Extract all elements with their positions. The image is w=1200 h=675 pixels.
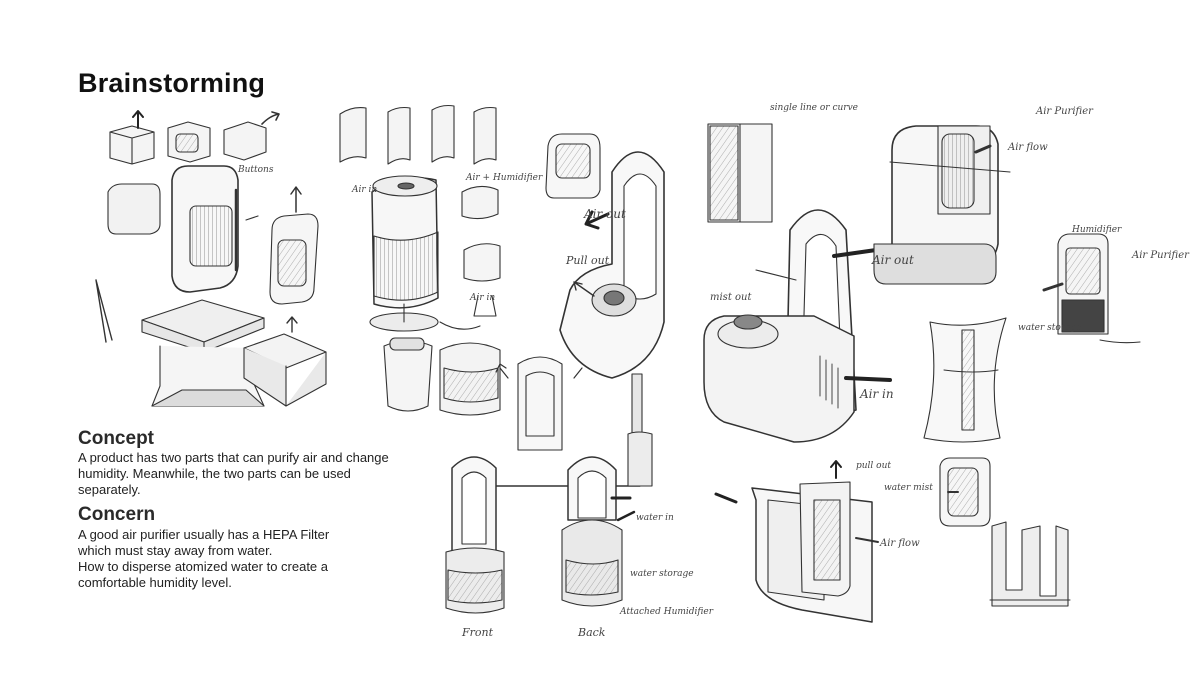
loop-purifier-main-sketch (545, 133, 665, 487)
concern-text: A good air purifier usually has a HEPA F… (78, 527, 398, 591)
pyramid-unit-sketch (95, 279, 265, 407)
annotation-air-in-small: Air in (351, 185, 377, 195)
annotation-air-out: Air out (583, 207, 626, 221)
annotation-mist-out: mist out (710, 292, 752, 303)
annotation-air-in-2: Air in (469, 293, 495, 303)
annotation-air-purifier: Air Purifier (1035, 106, 1094, 117)
annotation-air-humidifier: Air + Humidifier (465, 173, 543, 183)
annotation-pull-out: Pull out (565, 254, 610, 267)
annotation-water-storage: water storage (1018, 323, 1082, 333)
portable-purifier-sketch (269, 186, 319, 305)
panel-sketches (339, 104, 497, 165)
concern-heading: Concern (78, 504, 156, 525)
annotation-water-in: water in (636, 513, 674, 523)
hourglass-shape-sketch (923, 317, 1007, 443)
tall-cylinder-purifier-sketch (369, 175, 481, 332)
frame-purifier-sketch (714, 460, 879, 623)
concept-heading: Concept (78, 428, 154, 449)
annotation-water-storage-2: water storage (630, 569, 694, 579)
annotation-air-out-2: Air out (871, 253, 914, 267)
small-side-purifier-sketch (1042, 233, 1141, 344)
annotation-air-purifier-2: Air Purifier (1131, 250, 1190, 261)
back-view-sketch (561, 456, 636, 607)
small-cylinder-sketches (383, 185, 501, 416)
concern-line: which must stay away from water. (78, 543, 273, 558)
concern-line: comfortable humidity level. (78, 575, 232, 590)
cube-unit-sketch (243, 316, 327, 407)
c-shape-purifier-sketch (873, 125, 1011, 285)
boxy-purifier-sketch (107, 165, 259, 293)
sketch-annotations: Air out Pull out mist out Air out Air in… (237, 103, 1190, 639)
concern-line: A good air purifier usually has a HEPA F… (78, 527, 330, 542)
concern-line: How to disperse atomized water to create… (78, 559, 329, 574)
tall-box-sketch (707, 123, 773, 223)
annotation-front: Front (461, 626, 494, 639)
annotation-air-flow-2: Air flow (879, 538, 920, 549)
annotation-water-mist: water mist (884, 483, 933, 493)
annotation-buttons: Buttons (237, 165, 274, 175)
annotation-air-flow: Air flow (1007, 142, 1048, 153)
front-view-sketch (445, 456, 505, 614)
small-box-sketches (109, 110, 280, 165)
annotation-single-line: single line or curve (770, 103, 858, 113)
loop-with-humidifier-sketch (703, 209, 892, 443)
page-title: Brainstorming (78, 68, 266, 98)
concept-text: A product has two parts that can purify … (78, 450, 389, 497)
annotation-pull-out-2: pull out (856, 461, 891, 471)
annotation-attached-humidifier: Attached Humidifier (619, 607, 714, 617)
annotation-air-in: Air in (859, 387, 894, 401)
annotation-back: Back (577, 626, 606, 639)
annotation-humidifier: Humidifier (1071, 225, 1122, 235)
small-block-sketches (939, 457, 1071, 607)
